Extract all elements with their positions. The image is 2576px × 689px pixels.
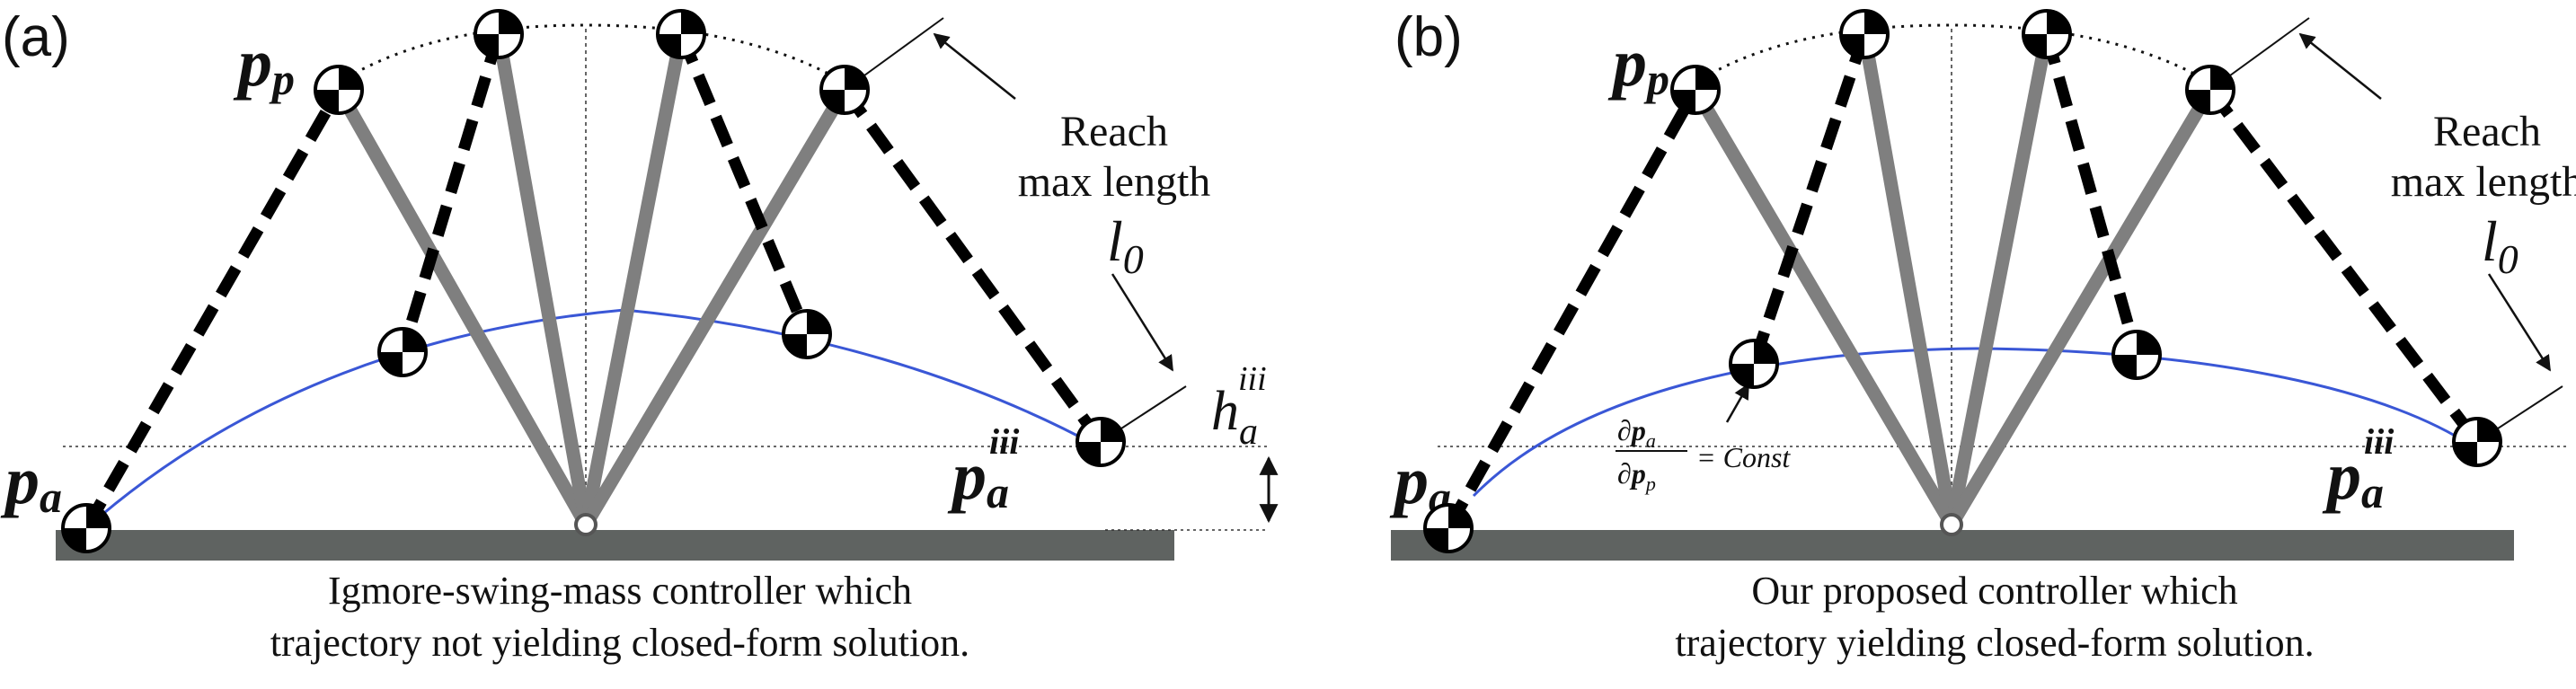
p-a-iii-label: paiii — [947, 421, 1019, 517]
p-p-label: pp — [1607, 25, 1669, 104]
mass-markers-a — [61, 9, 1126, 553]
hip-joint-marker — [574, 513, 598, 536]
mass-markers-b — [1423, 9, 2502, 553]
mass-marker — [1839, 9, 1890, 59]
p-p-label: pp — [233, 25, 295, 104]
mass-marker — [61, 503, 111, 553]
swing-segment-1 — [81, 86, 344, 532]
l0-label: l0 — [2482, 209, 2518, 282]
leg-1 — [332, 83, 593, 532]
p-a-label: pa — [0, 443, 62, 522]
leg-3 — [579, 27, 688, 532]
reach-arrow-top — [2298, 32, 2382, 100]
panel-a: (a) Reach max length — [0, 6, 1279, 665]
leg-2 — [1857, 27, 1959, 532]
mass-marker — [377, 327, 428, 377]
panel-b: (b) Reach max length l0 ∂pa — [1389, 6, 2576, 665]
panel-b-tag: (b) — [1394, 6, 1463, 68]
reach-label-line1: Reach — [2433, 108, 2541, 155]
leg-4 — [1944, 83, 2217, 532]
mass-marker — [1729, 339, 1779, 389]
derivative-arrow — [1725, 383, 1750, 423]
mass-marker — [1670, 65, 1721, 115]
pivot-arc — [338, 23, 845, 84]
pivot-arc — [1695, 23, 2211, 84]
hip-joint-marker — [1940, 513, 1963, 536]
mass-marker — [656, 9, 706, 59]
p-a-label: pa — [1389, 443, 1451, 522]
leg-group — [332, 27, 852, 532]
derivative-rhs: = Const — [1696, 441, 1791, 473]
p-a-iii-label: paiii — [2322, 421, 2394, 517]
mass-marker — [2111, 330, 2162, 380]
leg-1 — [1688, 83, 1959, 532]
leg-3 — [1944, 27, 2054, 532]
mass-marker — [819, 65, 870, 115]
leg-group — [1688, 27, 2217, 532]
panel-a-tag: (a) — [2, 6, 70, 68]
mass-marker — [2185, 65, 2235, 115]
swing-segment-1 — [1443, 86, 1701, 532]
caption-a-line2: trajectory not yielding closed-form solu… — [270, 621, 969, 665]
caption-b-line1: Our proposed controller which — [1751, 569, 2237, 613]
swing-segment-4 — [2205, 86, 2483, 446]
reach-label-line2: max length — [2391, 158, 2576, 206]
reach-arrow-bottom — [2487, 273, 2552, 372]
reach-label-line2: max length — [1018, 158, 1211, 206]
mass-marker — [314, 65, 364, 115]
swing-segment-4 — [839, 86, 1106, 446]
caption-a-line1: Igmore-swing-mass controller which — [328, 569, 912, 613]
ground-bar — [56, 530, 1174, 561]
derivative-label: ∂pa ∂pp = Const — [1616, 414, 1791, 495]
swing-segment-3 — [676, 31, 812, 337]
h-a-iii-label: haiii — [1211, 360, 1267, 453]
swing-segment-group — [1443, 31, 2483, 532]
swing-segment-group — [81, 31, 1106, 532]
reach-label-line1: Reach — [1060, 108, 1168, 155]
leg-4 — [579, 83, 852, 532]
mass-marker — [2022, 9, 2072, 59]
swing-segment-2 — [1748, 31, 1871, 367]
swing-segment-3 — [2040, 32, 2143, 357]
caption-b-line2: trajectory yielding closed-form solution… — [1675, 621, 2314, 665]
swing-segment-2 — [396, 32, 505, 354]
mass-marker — [782, 309, 832, 359]
reach-arrow-bottom — [1111, 273, 1174, 372]
reach-arrow-top — [933, 32, 1016, 100]
leg-2 — [491, 27, 593, 532]
mass-marker — [474, 9, 524, 59]
swing-trajectory — [1472, 347, 2474, 498]
derivative-denominator: ∂pp — [1617, 457, 1656, 495]
mass-marker — [2452, 417, 2502, 467]
mass-marker — [1423, 503, 1474, 553]
derivative-numerator: ∂pa — [1617, 414, 1656, 452]
mass-marker — [1076, 417, 1126, 467]
l0-label: l0 — [1107, 209, 1144, 282]
